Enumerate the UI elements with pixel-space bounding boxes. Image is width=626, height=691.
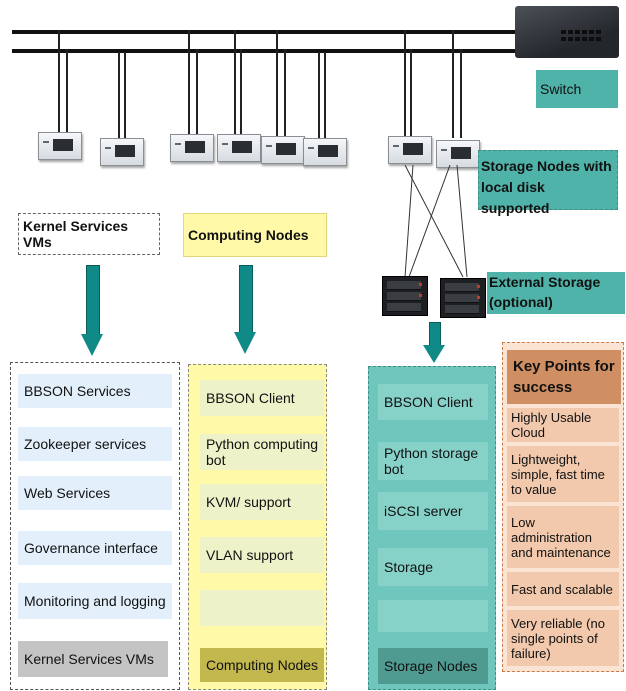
drop-line [404,30,406,138]
arrow-down-icon [234,332,256,354]
kernel-service-item: Zookeeper services [18,427,172,461]
drop-line [118,52,120,140]
drop-line [452,30,454,138]
drop-line [234,30,236,136]
storage-array-icon [440,278,486,318]
server-icon [388,136,432,164]
computing-nodes-panel [188,364,327,690]
kernel-services-title: Kernel Services VMs [18,213,160,255]
arrow-down-icon [86,265,100,335]
server-icon [38,132,82,160]
drop-line [460,49,462,138]
storage-node-item [378,600,488,632]
drop-line [58,30,60,134]
computing-nodes-title: Computing Nodes [183,213,327,257]
computing-node-item: KVM/ support [200,484,324,520]
key-point-item: Lightweight, simple, fast time to value [507,446,619,502]
server-icon [261,136,305,164]
storage-nodes-local-label: Storage Nodes with local disk supported [478,150,618,216]
computing-node-item [200,590,324,626]
drop-line [66,49,68,134]
drop-line [188,30,190,136]
network-switch-icon [515,6,619,58]
server-icon [100,138,144,166]
server-icon [170,134,214,162]
drop-line [410,49,412,138]
kernel-service-item: Web Services [18,476,172,510]
server-icon [217,134,261,162]
drop-line [124,52,126,140]
computing-node-item: BBSON Client [200,380,324,416]
storage-connection-lines [404,165,468,278]
server-icon [436,140,480,168]
computing-nodes-footer: Computing Nodes [200,648,324,682]
storage-array-icon [382,276,428,316]
external-storage-label: External Storage (optional) [487,272,625,314]
kernel-service-item: Governance interface [18,531,172,565]
key-point-item: Highly Usable Cloud [507,408,619,442]
key-point-item: Fast and scalable [507,572,619,606]
switch-label: Switch [536,70,618,108]
arrow-down-icon [81,334,103,356]
arrow-down-icon [423,345,445,363]
drop-line [276,30,278,138]
computing-node-item: VLAN support [200,537,324,573]
arrow-down-icon [239,265,253,333]
storage-node-item: Python storage bot [378,442,488,480]
drop-line [284,49,286,138]
kernel-services-panel [10,362,180,690]
drop-line [240,49,242,136]
drop-line [318,52,320,140]
storage-node-item: Storage [378,548,488,586]
key-point-item: Low administration and maintenance [507,506,619,568]
storage-nodes-footer: Storage Nodes [378,648,488,684]
drop-line [196,49,198,136]
kernel-services-footer: Kernel Services VMs [18,641,168,677]
storage-node-item: BBSON Client [378,384,488,420]
computing-node-item: Python computing bot [200,434,324,470]
server-icon [303,138,347,166]
kernel-service-item: BBSON Services [18,374,172,408]
storage-node-item: iSCSI server [378,492,488,530]
key-point-item: Very reliable (no single points of failu… [507,610,619,666]
key-points-title: Key Points for success [507,350,621,404]
drop-line [324,52,326,140]
kernel-service-item: Monitoring and logging [18,583,172,619]
arrow-down-icon [429,322,441,346]
